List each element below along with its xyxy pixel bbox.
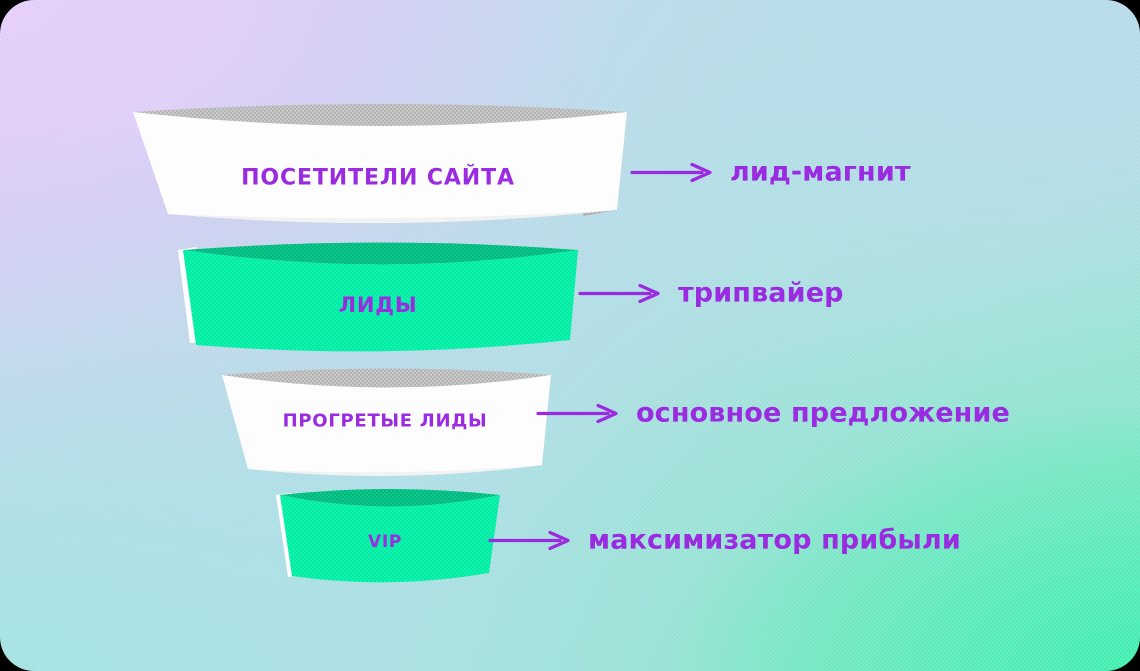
stage-label-visitors: ПОСЕТИТЕЛИ САЙТА: [241, 165, 515, 191]
stage-1-body: [133, 112, 627, 222]
arrow-right-icon: [578, 283, 660, 303]
funnel-stage-1[interactable]: [133, 104, 627, 224]
stage-label-leads: ЛИДЫ: [338, 293, 418, 317]
callout-label-profit-maximizer: максимизатор прибыли: [588, 524, 961, 556]
callout-tripwire[interactable]: трипвайер: [578, 278, 844, 309]
arrow-right-icon: [488, 530, 570, 550]
stage-label-vip: VIP: [368, 532, 402, 552]
funnel-stage-2[interactable]: [178, 242, 578, 352]
stage-4-body: [280, 495, 500, 583]
callout-label-main-offer: основное предложение: [636, 397, 1010, 429]
callout-label-tripwire: трипвайер: [678, 277, 844, 309]
stage-1-bottom-curve: [168, 210, 617, 224]
callout-profit-maximizer[interactable]: максимизатор прибыли: [488, 525, 961, 556]
callout-lead-magnet[interactable]: лид-магнит: [630, 157, 911, 188]
stage-2-top-rim: [183, 242, 578, 265]
callout-label-lead-magnet: лид-магнит: [730, 156, 911, 188]
stage-4-top-rim: [280, 489, 500, 507]
stage-label-warm-leads: ПРОГРЕТЫЕ ЛИДЫ: [282, 410, 488, 432]
stage-3-top-rim: [222, 368, 551, 388]
arrow-right-icon: [536, 403, 618, 423]
stage-2-body: [183, 250, 578, 352]
funnel-stage-3[interactable]: [222, 368, 551, 477]
stage-3-body: [222, 375, 551, 476]
stage-3-bottom-curve: [248, 465, 542, 477]
callout-main-offer[interactable]: основное предложение: [536, 398, 1010, 429]
stage-1-top-rim: [133, 104, 627, 126]
funnel-stage-4[interactable]: [276, 489, 500, 583]
arrow-right-icon: [630, 162, 712, 182]
